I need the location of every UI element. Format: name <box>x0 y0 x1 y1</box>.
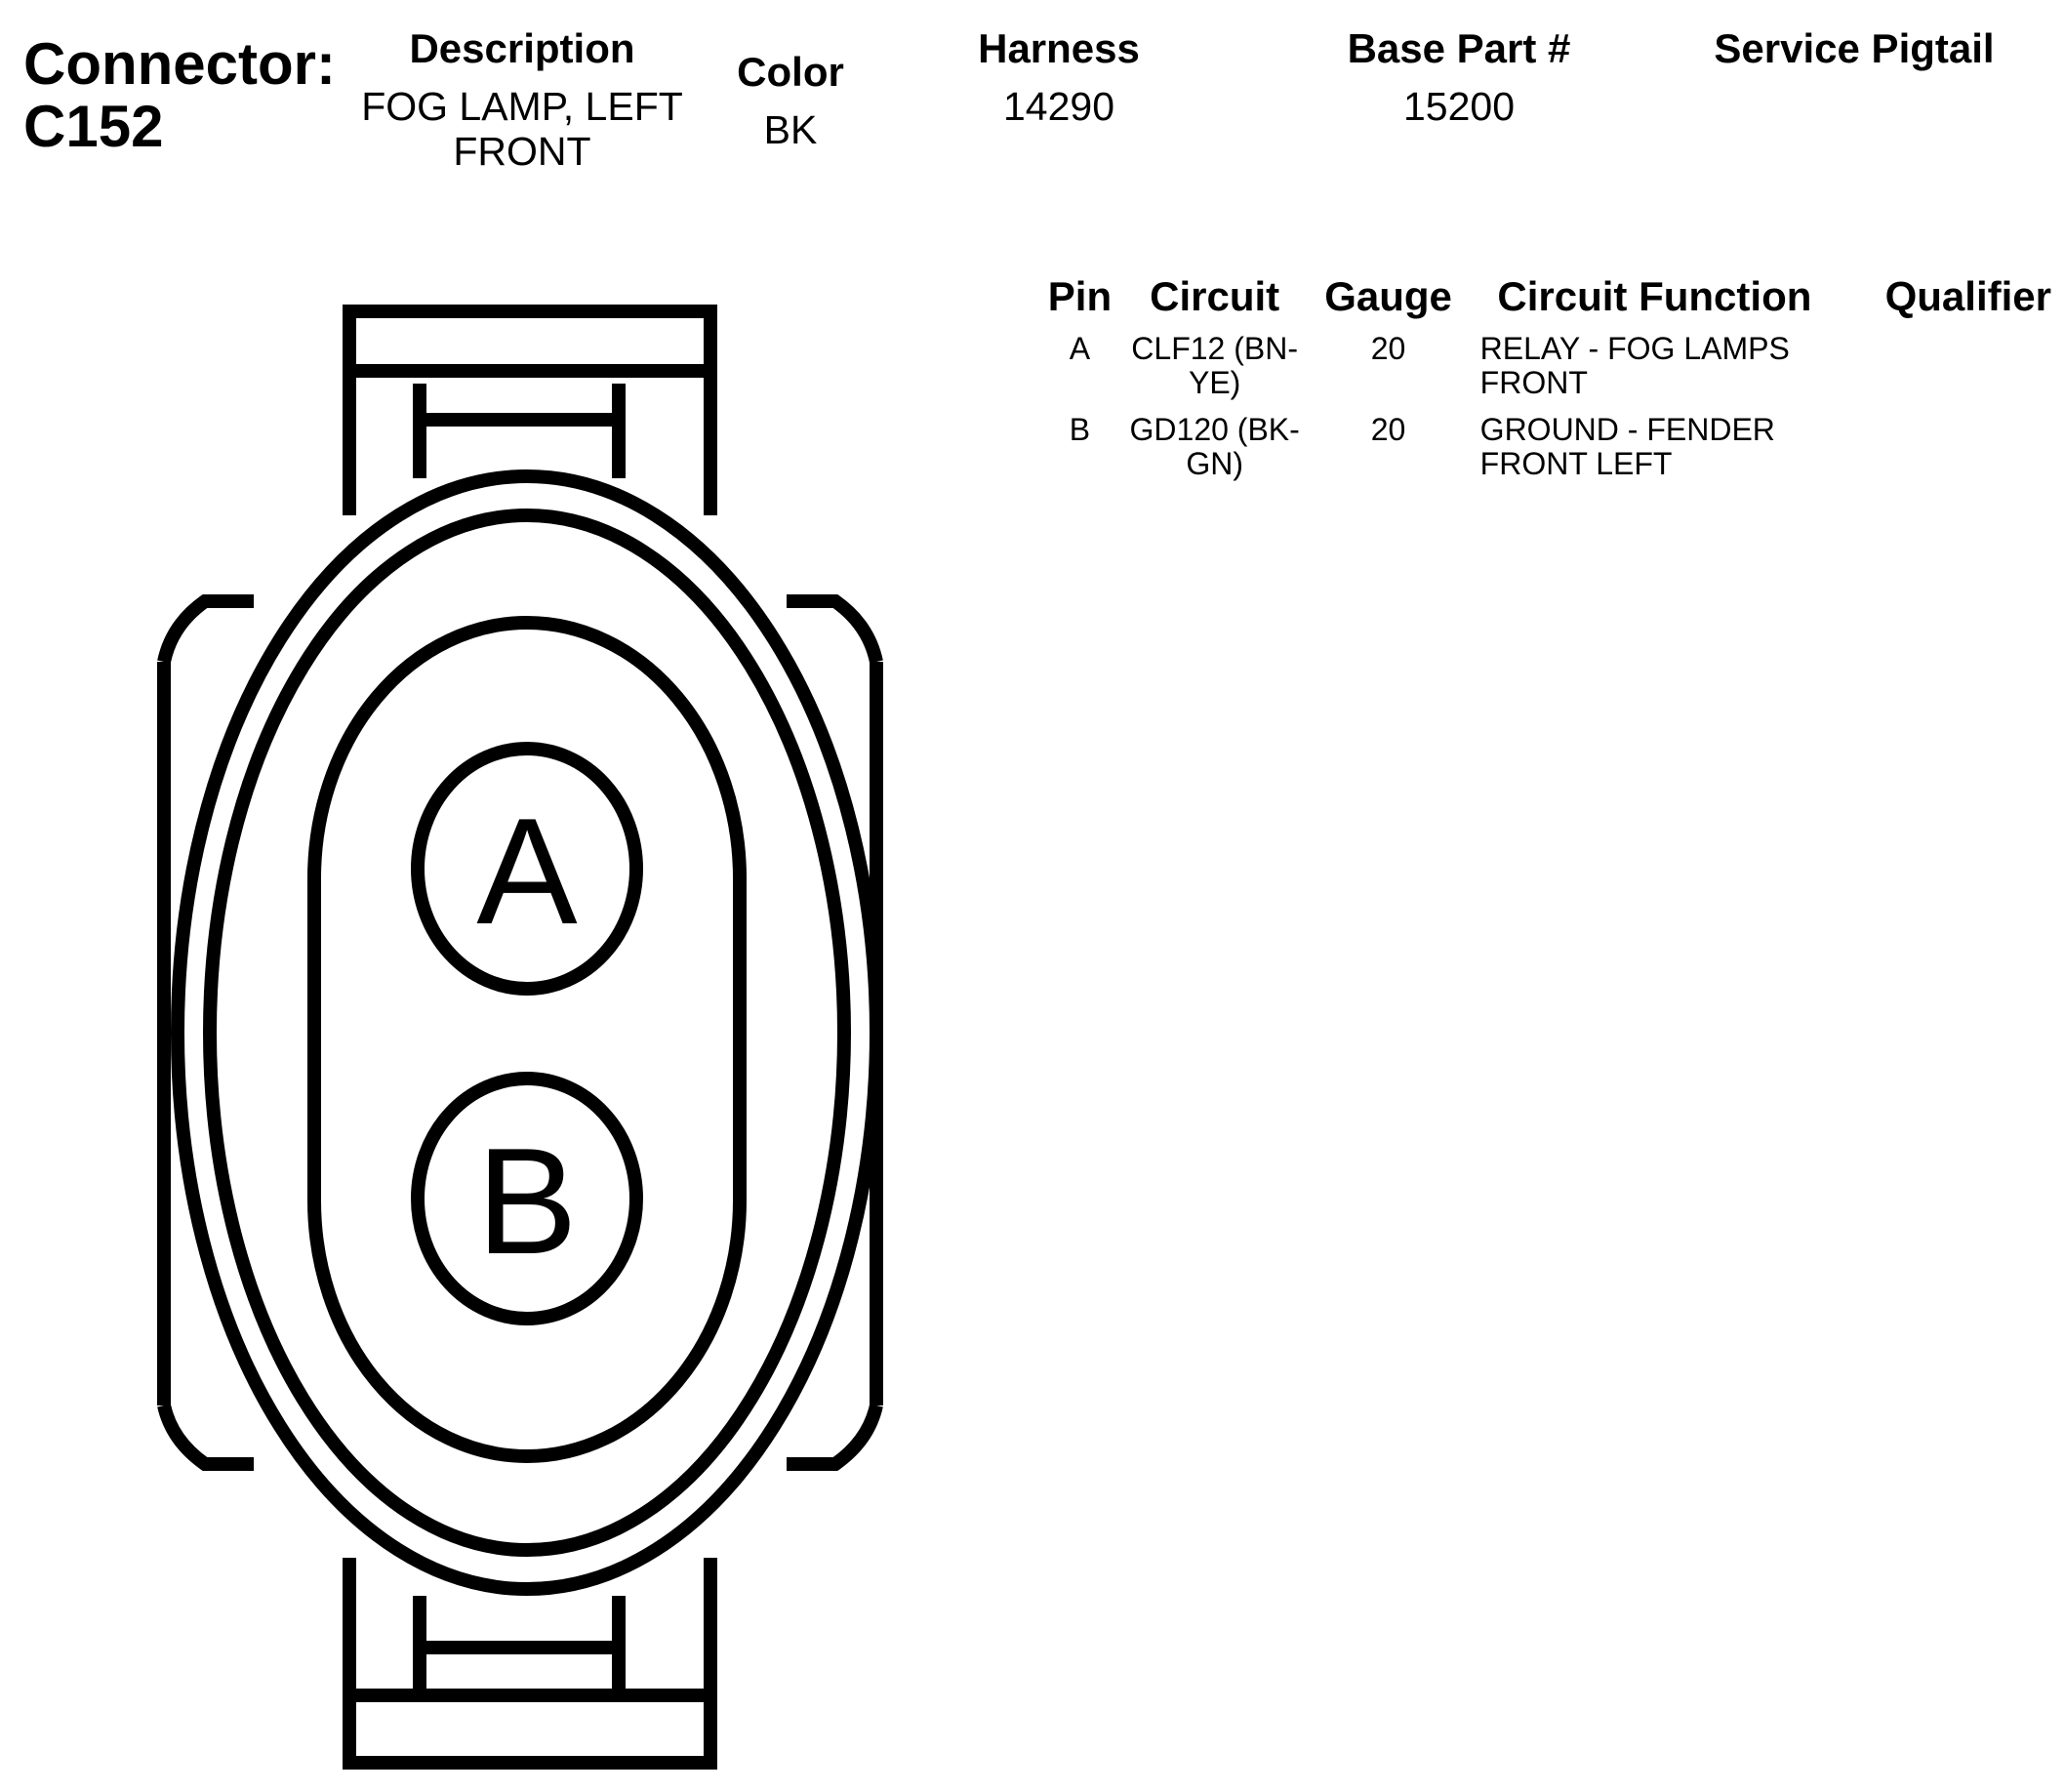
pin-table-header-row: Pin Circuit Gauge Circuit Function Quali… <box>1036 273 2051 332</box>
circuit-cell: CLF12 (BN- YE) <box>1123 332 1307 413</box>
right-clip-top <box>787 594 883 664</box>
function-line: FRONT LEFT <box>1479 446 1673 481</box>
circuit-function-cell: RELAY - FOG LAMPS FRONT <box>1471 332 1839 413</box>
function-line: RELAY - FOG LAMPS <box>1479 331 1790 366</box>
base-part-header: Base Part # <box>1347 25 1571 71</box>
connector-label: Connector: <box>23 31 336 97</box>
qualifier-column-header: Qualifier <box>1884 273 2051 319</box>
housing-outer <box>171 469 883 1596</box>
gauge-cell: 20 <box>1370 412 1406 447</box>
terminal-cavity <box>307 616 747 1463</box>
circuit-line: GN) <box>1186 446 1243 481</box>
base-part-value: 15200 <box>1402 84 1515 129</box>
circuit-line: GD120 (BK- <box>1129 412 1300 447</box>
bottom-latch-outer <box>343 1558 717 1770</box>
housing-inner <box>203 509 851 1557</box>
circuit-line: CLF12 (BN- <box>1131 331 1298 366</box>
pin-cell: A <box>1069 331 1091 366</box>
pin-b-circle <box>411 1072 643 1325</box>
top-latch-outer <box>343 305 717 515</box>
connector-title: Connector: C152 <box>23 33 336 158</box>
table-row: A CLF12 (BN- YE) 20 RELAY - FOG LAMPS FR… <box>1036 332 2051 413</box>
harness-value: 14290 <box>1002 84 1114 129</box>
gauge-column-header: Gauge <box>1324 273 1452 319</box>
circuit-cell: GD120 (BK- GN) <box>1123 413 1307 494</box>
circuit-function-column-header: Circuit Function <box>1497 273 1812 319</box>
bottom-latch <box>343 1558 717 1770</box>
function-line: FRONT <box>1479 365 1588 400</box>
pin-column-header: Pin <box>1047 273 1113 319</box>
top-latch <box>343 305 717 515</box>
color-value: BK <box>763 107 818 152</box>
description-header: Description <box>409 25 635 71</box>
pin-a-circle <box>411 742 643 996</box>
service-pigtail-header: Service Pigtail <box>1714 25 1995 71</box>
description-value: FOG LAMP, LEFT FRONT <box>361 84 683 174</box>
table-row: B GD120 (BK- GN) 20 GROUND - FENDER FRON… <box>1036 413 2051 494</box>
color-header: Color <box>737 49 844 95</box>
left-clip-bottom <box>157 1404 254 1471</box>
harness-header: Harness <box>978 25 1140 71</box>
pin-a-label: A <box>476 787 578 956</box>
circuit-function-cell: GROUND - FENDER FRONT LEFT <box>1471 413 1839 494</box>
right-clip-bottom <box>787 1404 883 1471</box>
gauge-cell: 20 <box>1370 331 1406 366</box>
pin-b-label: B <box>476 1117 577 1285</box>
connector-id: C152 <box>23 94 164 159</box>
pin-table: Pin Circuit Gauge Circuit Function Quali… <box>1036 273 2051 494</box>
circuit-column-header: Circuit <box>1150 273 1280 319</box>
pin-cell: B <box>1069 412 1091 447</box>
left-clip-top <box>157 594 254 664</box>
function-line: GROUND - FENDER <box>1479 412 1775 447</box>
circuit-line: YE) <box>1188 365 1241 400</box>
